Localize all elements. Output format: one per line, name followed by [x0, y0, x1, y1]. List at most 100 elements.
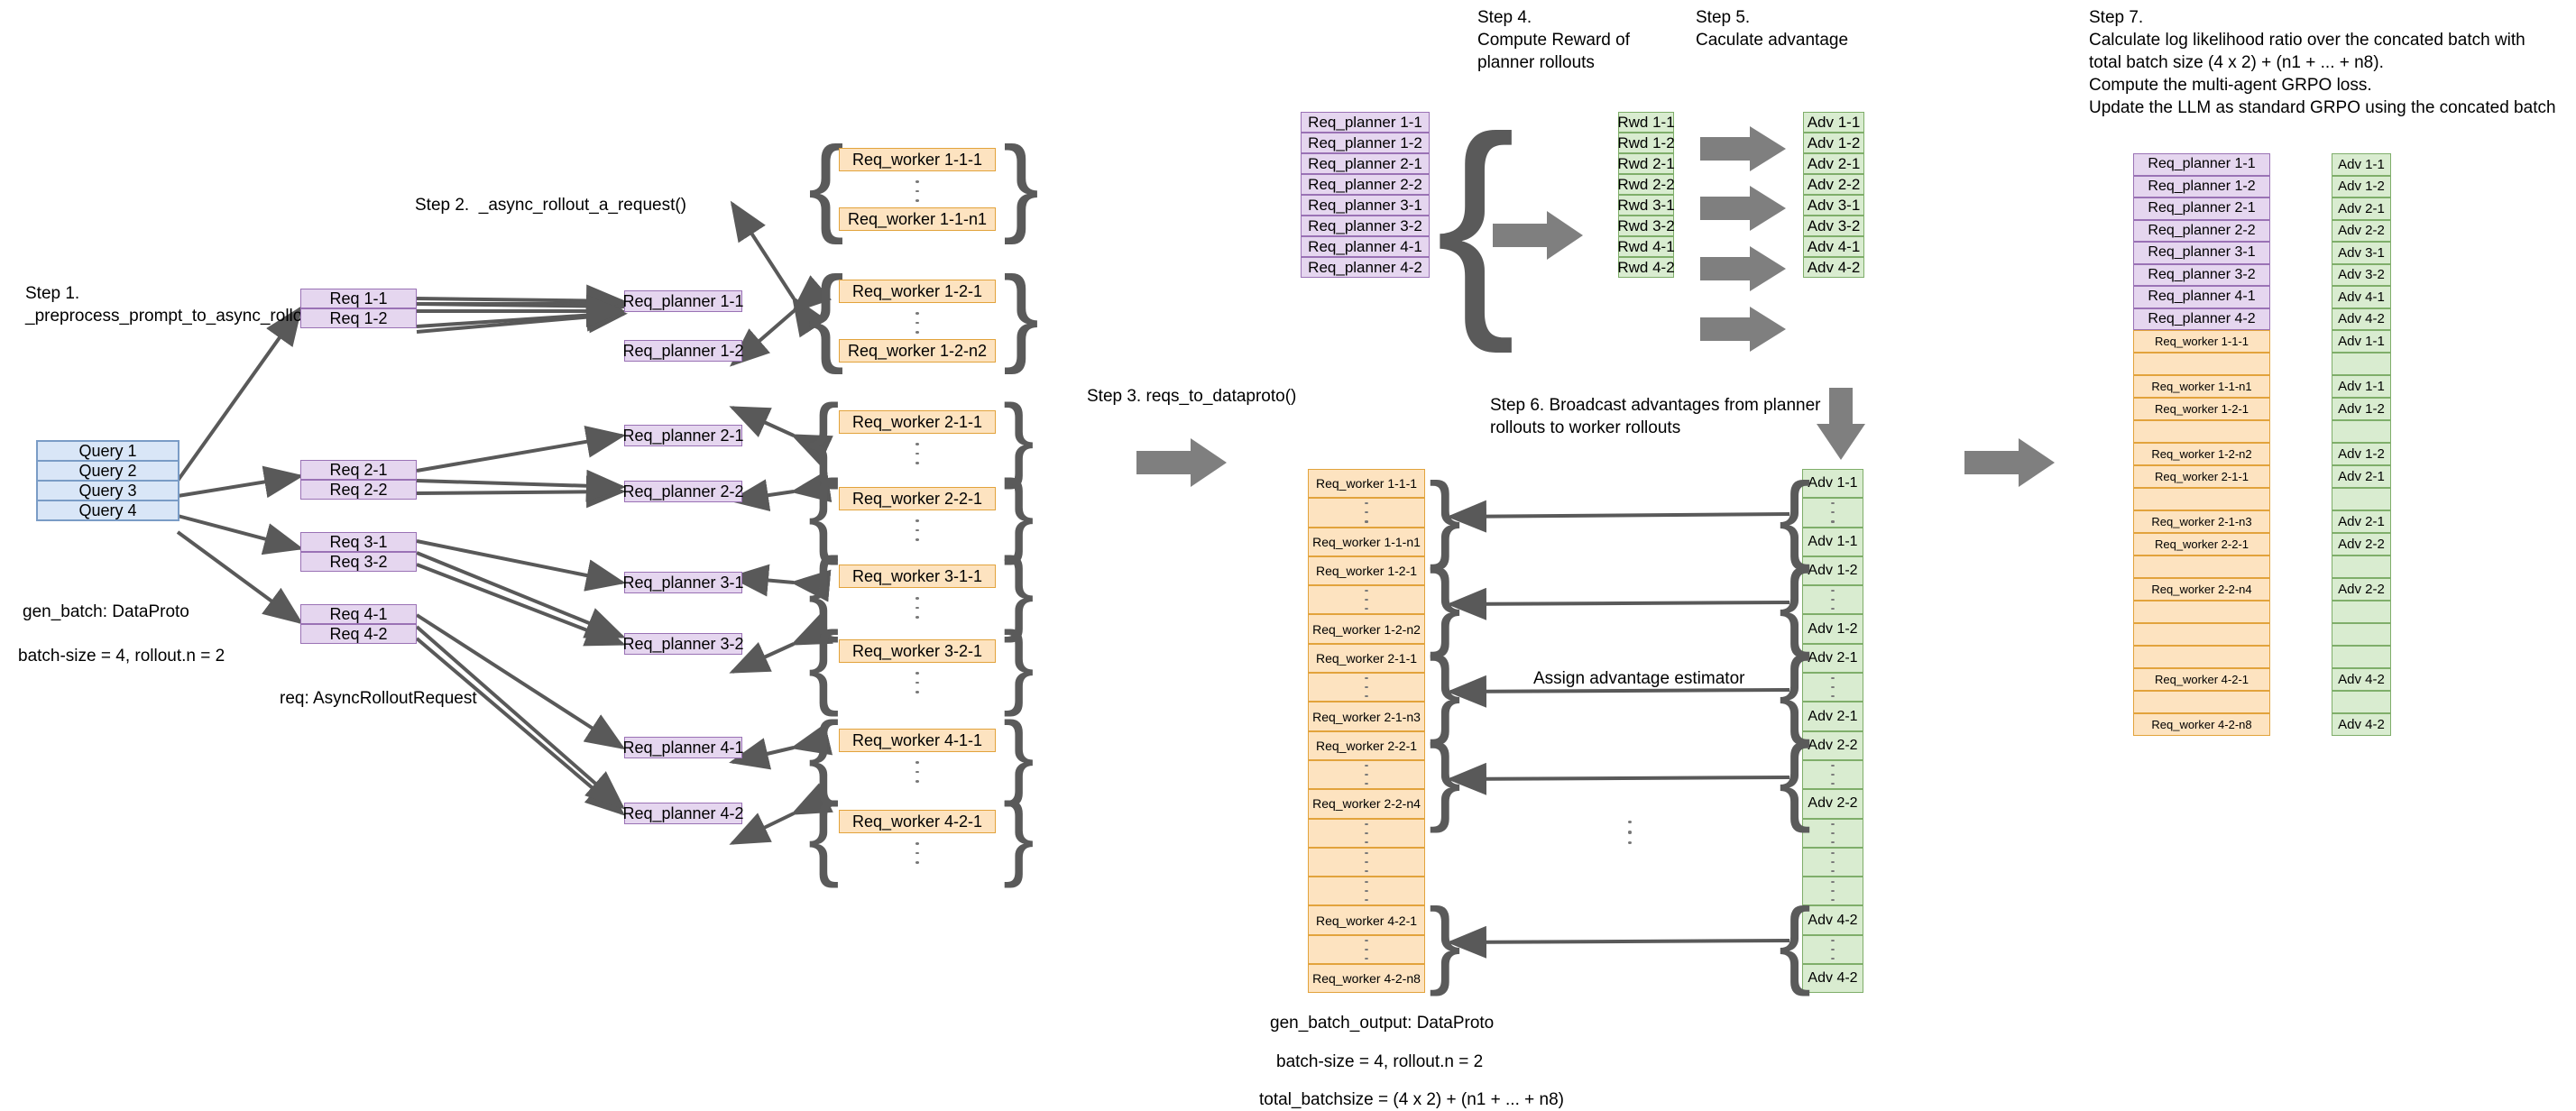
vertical-ellipsis — [2200, 421, 2203, 442]
reward-cell: Rwd 4-2 — [1617, 257, 1675, 278]
vertical-ellipsis — [1831, 877, 1835, 904]
planner-batch-cell: Req_planner 2-1 — [1301, 153, 1430, 174]
req-group-4: Req 4-1 Req 4-2 — [300, 604, 417, 644]
advantage-cell: Adv 1-1 — [1803, 112, 1864, 133]
worker-box: Req_worker 4-2-1 — [839, 810, 996, 833]
req-cell: Req 4-1 — [300, 604, 417, 624]
final-advantage-cell: Adv 2-1 — [2332, 197, 2391, 220]
right-brace: } — [1003, 785, 1035, 889]
req-cell: Req 3-1 — [300, 532, 417, 552]
left-brace: { — [808, 613, 840, 718]
req-cell: Req 1-1 — [300, 289, 417, 308]
vertical-ellipsis — [911, 758, 924, 786]
right-brace: } — [1003, 462, 1035, 566]
worker-box: Req_worker 2-1-1 — [839, 410, 996, 434]
left-brace: { — [808, 386, 840, 491]
output-advantage-cell: Adv 4-2 — [1802, 964, 1863, 994]
final-advantage-cell — [2332, 601, 2391, 623]
vertical-ellipsis — [2360, 421, 2363, 442]
req-group-3: Req 3-1 Req 3-2 — [300, 532, 417, 572]
final-advantage-cell: Adv 1-2 — [2332, 443, 2391, 465]
worker-box: Req_worker 1-2-1 — [839, 280, 996, 303]
req-group-2: Req 2-1 Req 2-2 — [300, 460, 417, 500]
vertical-ellipsis — [1365, 877, 1368, 904]
worker-box: Req_worker 3-1-1 — [839, 565, 996, 588]
worker-box: Req_worker 4-1-1 — [839, 729, 996, 752]
final-advantage-cell — [2332, 488, 2391, 510]
output-worker-cell: Req_worker 1-2-n2 — [1308, 614, 1425, 644]
planner-box: Req_planner 4-1 — [622, 737, 744, 758]
output-advantage-cell: Adv 2-2 — [1802, 789, 1863, 819]
right-brace: } — [1003, 386, 1035, 491]
final-advantage-cell — [2332, 623, 2391, 646]
vertical-ellipsis — [1831, 499, 1835, 526]
reward-cell: Rwd 2-2 — [1617, 174, 1675, 195]
final-planner-cell: Req_planner 1-1 — [2133, 153, 2270, 176]
group-brace: { — [1779, 724, 1812, 833]
final-worker-cell: Req_worker 1-1-n1 — [2133, 375, 2270, 398]
vertical-ellipsis — [2200, 556, 2203, 577]
vertical-ellipsis — [911, 516, 924, 545]
final-worker-cell — [2133, 420, 2270, 443]
final-worker-cell: Req_worker 4-2-n8 — [2133, 713, 2270, 736]
output-worker-cell — [1308, 759, 1425, 790]
vertical-ellipsis — [1831, 820, 1835, 847]
final-advantage-cell: Adv 2-2 — [2332, 533, 2391, 556]
planner-batch-cell: Req_planner 2-2 — [1301, 174, 1430, 195]
final-worker-cell — [2133, 623, 2270, 646]
vertical-ellipsis — [911, 439, 924, 468]
advantage-cell: Adv 3-2 — [1803, 216, 1864, 236]
planner-batch-cell: Req_planner 3-1 — [1301, 195, 1430, 216]
req-cell: Req 4-2 — [300, 624, 417, 644]
vertical-ellipsis — [1831, 674, 1835, 701]
vertical-ellipsis — [1831, 586, 1835, 613]
planner-box: Req_planner 4-2 — [622, 803, 744, 824]
group-brace: { — [1436, 87, 1516, 354]
vertical-ellipsis — [911, 668, 924, 697]
vertical-ellipsis — [2200, 624, 2203, 645]
vertical-ellipsis — [1365, 820, 1368, 847]
left-brace: { — [808, 254, 845, 375]
query-column: Query 1 Query 2 Query 3 Query 4 — [36, 440, 179, 521]
reward-cell: Rwd 3-1 — [1617, 195, 1675, 216]
right-brace: } — [1003, 613, 1035, 718]
final-worker-cell: Req_worker 2-1-1 — [2133, 465, 2270, 488]
final-worker-cell: Req_worker 2-2-1 — [2133, 533, 2270, 556]
final-planner-cell: Req_planner 4-1 — [2133, 286, 2270, 308]
final-worker-cell — [2133, 488, 2270, 510]
final-advantage-cell: Adv 1-2 — [2332, 398, 2391, 420]
final-planner-cell: Req_planner 1-2 — [2133, 175, 2270, 197]
vertical-ellipsis — [2360, 601, 2363, 622]
final-advantage-cell: Adv 1-1 — [2332, 330, 2391, 353]
query-cell: Query 3 — [37, 481, 179, 500]
step4-label: Step 4. Compute Reward of planner rollou… — [1477, 8, 1630, 72]
output-advantage-cell: Adv 1-1 — [1802, 527, 1863, 556]
output-worker-cell: Req_worker 2-1-n3 — [1308, 702, 1425, 731]
output-advantage-cell — [1802, 818, 1863, 848]
vertical-ellipsis — [1365, 586, 1368, 613]
left-brace: { — [808, 539, 840, 644]
planner-batch-cell: Req_planner 1-2 — [1301, 133, 1430, 153]
vertical-ellipsis — [1365, 761, 1368, 788]
gen-batch-output-config-label: batch-size = 4, rollout.n = 2 — [1276, 1052, 1484, 1071]
output-worker-cell: Req_worker 2-2-n4 — [1308, 789, 1425, 819]
output-worker-cell — [1308, 877, 1425, 906]
final-advantage-cell: Adv 2-1 — [2332, 510, 2391, 533]
left-brace: { — [808, 703, 840, 808]
final-worker-cell — [2133, 556, 2270, 578]
final-planner-cell: Req_planner 3-1 — [2133, 242, 2270, 264]
vertical-ellipsis — [2200, 489, 2203, 510]
output-worker-cell: Req_worker 2-2-1 — [1308, 730, 1425, 760]
right-brace: } — [1003, 703, 1035, 808]
req-cell: Req 1-2 — [300, 308, 417, 328]
group-brace: } — [1429, 462, 1462, 571]
final-worker-cell: Req_worker 2-2-n4 — [2133, 578, 2270, 601]
output-advantage-cell: Adv 2-1 — [1802, 702, 1863, 731]
